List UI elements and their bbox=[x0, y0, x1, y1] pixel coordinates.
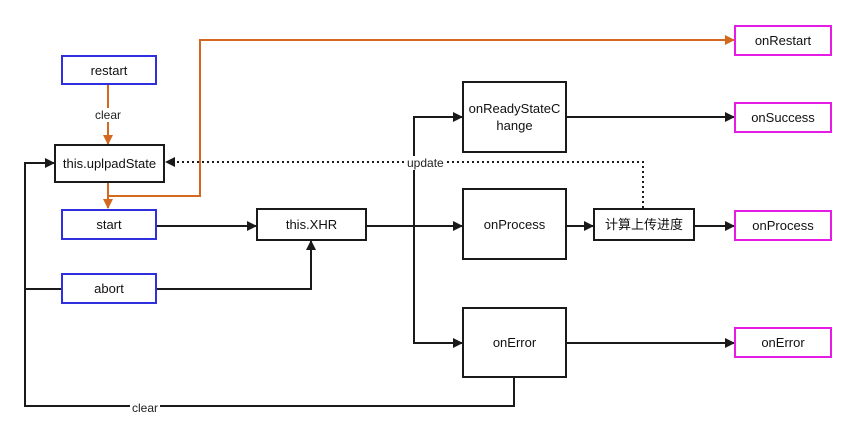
edge-on-error-clear-loop bbox=[24, 289, 515, 407]
edge-label-clear-bottom: clear bbox=[130, 401, 161, 415]
edge-abort-to-xhr bbox=[156, 240, 316, 290]
node-restart[interactable]: restart bbox=[61, 55, 157, 85]
node-out-on-restart[interactable]: onRestart bbox=[734, 25, 832, 56]
node-out-on-process[interactable]: onProcess bbox=[734, 210, 832, 241]
edge-abort-to-upload-state bbox=[24, 158, 62, 290]
node-abort[interactable]: abort bbox=[61, 273, 157, 304]
edge-label-clear-top: clear bbox=[93, 108, 124, 122]
node-on-ready-state-change[interactable]: onReadyStateChange bbox=[462, 81, 567, 153]
node-out-on-success[interactable]: onSuccess bbox=[734, 102, 832, 133]
node-start[interactable]: start bbox=[61, 209, 157, 240]
node-xhr[interactable]: this.XHR bbox=[256, 208, 367, 241]
node-on-process[interactable]: onProcess bbox=[462, 188, 567, 260]
node-calc-progress[interactable]: 计算上传进度 bbox=[593, 208, 695, 241]
edge-update-dotted bbox=[165, 157, 644, 208]
edge-label-update: update bbox=[405, 156, 446, 170]
edge-xhr-to-ready-state bbox=[366, 112, 463, 227]
edge-xhr-to-on-error bbox=[413, 226, 463, 348]
node-upload-state[interactable]: this.uplpadState bbox=[54, 144, 165, 183]
edge-restart-to-on-restart bbox=[108, 35, 735, 197]
node-out-on-error[interactable]: onError bbox=[734, 327, 832, 358]
node-on-error[interactable]: onError bbox=[462, 307, 567, 378]
